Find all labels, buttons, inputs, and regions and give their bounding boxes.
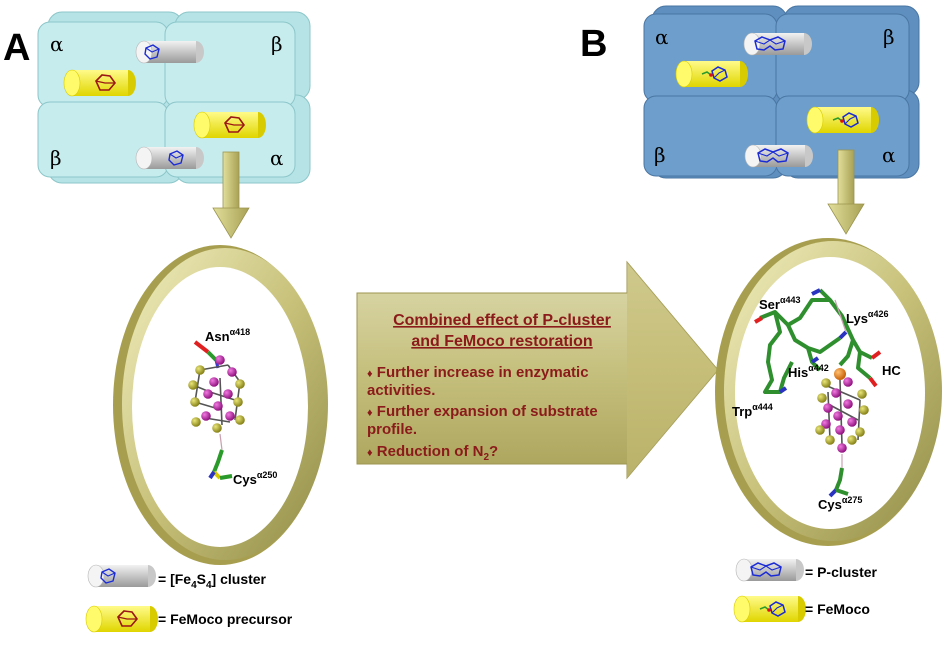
panel-a-label-bottom-left: β — [50, 146, 62, 170]
panel-b-ser-label: Serα443 — [759, 295, 801, 312]
panel-b-down-arrow — [827, 149, 865, 235]
panel-b-cys-label: Cysα275 — [818, 495, 862, 512]
legend-precursor-icon — [85, 605, 159, 633]
panel-b-his-label: Hisα442 — [788, 363, 829, 380]
panel-a-cluster-top — [135, 40, 205, 64]
legend-pcluster-icon — [735, 558, 805, 582]
panel-a-down-arrow — [212, 151, 250, 239]
panel-b: B α β β α — [580, 5, 942, 623]
panel-b-femoco-top — [675, 60, 749, 88]
panel-a-letter: A — [3, 27, 30, 69]
legend-fe4s4-icon — [87, 564, 157, 588]
central-arrow: Combined effect of P-cluster and FeMoco … — [356, 260, 719, 480]
panel-b-label-top-right: β — [883, 25, 895, 49]
panel-a-precursor-top — [63, 69, 137, 97]
panel-b-femoco-structure — [754, 288, 882, 498]
panel-a-femoco-precursor-structure — [188, 340, 245, 480]
arrow-heading-line1: Combined effect of P-cluster — [393, 312, 611, 329]
panel-b-femoco-bottom — [806, 106, 880, 134]
panel-b-lys-label: Lysα426 — [846, 309, 888, 326]
arrow-item3: ♦ Reduction of N2? — [367, 443, 498, 463]
legend-fe4s4-text: = [Fe4S4] cluster — [158, 571, 267, 591]
panel-a-asn-label: Asnα418 — [205, 327, 250, 344]
panel-b-legend: = P-cluster = FeMoco — [733, 558, 878, 623]
arrow-heading-line2: and FeMoco restoration — [411, 333, 592, 350]
panel-b-hc-label: HC — [882, 363, 901, 378]
panel-b-label-top-left: α — [655, 25, 669, 49]
panel-a: A α β β α — [3, 11, 328, 633]
arrow-item2-line1: ♦ Further expansion of substrate — [367, 403, 598, 420]
panel-b-letter: B — [580, 23, 607, 65]
legend-pcluster-text: = P-cluster — [805, 564, 878, 580]
panel-b-pcluster-bottom — [744, 144, 814, 168]
panel-a-label-top-right: β — [271, 32, 283, 56]
panel-b-label-bottom-left: β — [654, 143, 666, 167]
panel-a-precursor-bottom — [193, 111, 267, 139]
panel-b-pcluster-top — [743, 32, 813, 56]
panel-a-legend: = [Fe4S4] cluster = FeMoco precursor — [85, 564, 293, 633]
legend-precursor-text: = FeMoco precursor — [158, 611, 293, 627]
panel-a-label-bottom-right: α — [270, 146, 284, 170]
panel-a-cluster-bottom — [135, 146, 205, 170]
legend-femoco-icon — [733, 595, 807, 623]
panel-b-trp-label: Trpα444 — [732, 402, 773, 419]
panel-a-label-top-left: α — [50, 32, 64, 56]
panel-a-cys-label: Cysα250 — [233, 470, 277, 487]
arrow-item1-line1: ♦ Further increase in enzymatic — [367, 364, 589, 381]
arrow-item1-line2: activities. — [367, 382, 435, 399]
legend-femoco-text: = FeMoco — [805, 601, 870, 617]
arrow-item2-line2: profile. — [367, 421, 417, 438]
panel-b-label-bottom-right: α — [882, 143, 896, 167]
